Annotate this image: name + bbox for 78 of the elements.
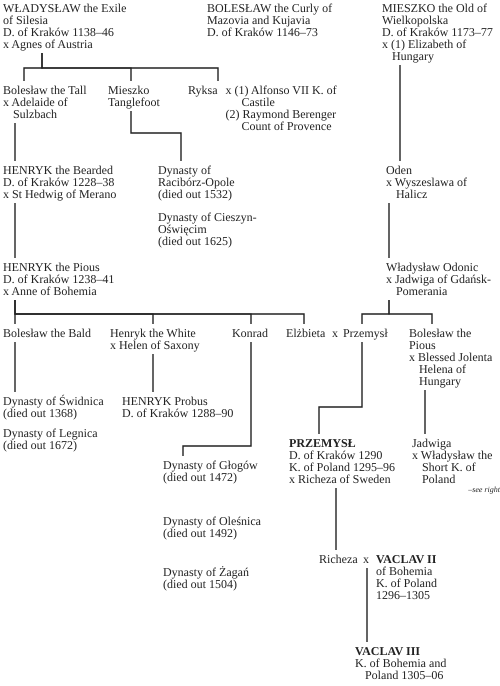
person-name: Bolesław the Bald <box>3 327 92 339</box>
person-name: Konrad <box>232 327 269 339</box>
person-detail: (died out 1368) <box>3 407 78 419</box>
person-detail: (died out 1472) <box>163 471 237 483</box>
note-text: Dynasty of Legnica <box>3 427 99 439</box>
person-detail: x Anne of Bohemia <box>3 285 98 297</box>
person-detail: x Richeza of Sweden <box>289 473 392 485</box>
person-detail: K. of Poland 1295–96 <box>289 461 396 473</box>
spouse-text: (2) Raymond Berenger Count of Provence <box>226 108 338 132</box>
lineage-line <box>14 123 16 161</box>
person-name: VACLAV II <box>376 553 438 565</box>
lineage-line <box>366 568 368 642</box>
person-detail: 1296–1305 <box>376 589 431 601</box>
person-detail: D. of Kraków 1288–90 <box>122 407 234 419</box>
person-name: Jadwiga <box>412 437 452 449</box>
person-name: MIESZKO the Old of Wielkopolska <box>382 2 488 26</box>
lineage-line <box>399 65 401 161</box>
person-detail: D. of Kraków 1290 <box>289 449 384 461</box>
person-name: Richeza <box>319 553 359 565</box>
person-name: Bolesław the Tall <box>3 84 88 96</box>
person-name: Dynasty of Świdnica <box>3 395 105 407</box>
note-text: D. of Kraków 1146–73 <box>207 26 319 38</box>
lineage-line <box>388 300 433 324</box>
person-detail: x Helen of Saxony <box>110 339 201 351</box>
person-name: WŁADYSŁAW the Exile of Silesia <box>3 2 128 26</box>
lineage-line <box>130 111 182 161</box>
person-name: Henryk the White <box>110 327 197 339</box>
note-text: (died out 1672) <box>3 439 77 451</box>
person-name: PRZEMYSŁ <box>289 437 357 449</box>
note-text: Dynasty of Cieszyn-Oświęcim <box>158 211 258 235</box>
note-text: (died out 1504) <box>163 578 237 590</box>
person-name: Ryksa <box>188 84 218 99</box>
note-text: (died out 1625) <box>158 235 233 247</box>
person-name: HENRYK the Pious <box>3 261 101 273</box>
person-detail: x Władysław the Short K. of Poland <box>412 449 494 485</box>
lineage-line <box>318 342 363 434</box>
note-text: x <box>332 327 339 339</box>
lineage-line <box>14 342 16 392</box>
person-detail: K. of Poland <box>376 577 438 589</box>
lineage-line <box>424 390 426 434</box>
person-name: VACLAV III <box>355 645 422 657</box>
person-detail: x Wyszeslawa of Halicz <box>386 176 468 200</box>
person-detail: (died out 1532) <box>158 188 232 200</box>
person-detail: x (1) Elizabeth of Hungary <box>382 38 468 62</box>
person-name: x <box>363 553 370 565</box>
lineage-line <box>335 488 337 550</box>
lineage-line <box>41 53 219 81</box>
person-detail: x Agnes of Austria <box>3 38 94 50</box>
note-text: Dynasty of Oleśnica <box>163 515 262 527</box>
person-detail: x Jadwiga of Gdańsk-Pomerania <box>386 273 492 297</box>
person-name: Dynasty of Racibórz-Opole <box>158 164 236 188</box>
spouse-text: x (1) Alfonso VII K. of Castile <box>226 84 338 108</box>
note-text: Dynasty of Żagań <box>163 566 250 578</box>
person-name: Mieszko Tanglefoot <box>108 84 161 108</box>
person-name: Przemysł <box>343 327 389 339</box>
lineage-line <box>388 203 390 258</box>
person-detail: D. of Kraków 1138–46 <box>3 26 115 38</box>
note-text: BOLESŁAW the Curly of Mazovia and Kujavia <box>207 2 334 26</box>
person-name: Oden <box>386 164 413 176</box>
person-detail: x Adelaide of Sulzbach <box>3 96 69 120</box>
person-detail: D. of Kraków 1228–38 <box>3 176 116 188</box>
person-detail: K. of Bohemia and Poland 1305–06 <box>355 657 448 681</box>
person-name: Władysław Odonic <box>386 261 480 273</box>
person-detail: of Bohemia <box>376 565 434 577</box>
person-detail: x Blessed Jolenta Helena of Hungary <box>409 351 494 387</box>
person-detail: D. of Kraków 1238–41 <box>3 273 116 285</box>
lineage-line <box>182 342 252 456</box>
person-name: HENRYK Probus <box>122 395 209 407</box>
person-name: Dynasty of Głogów <box>163 459 259 471</box>
note-text: (died out 1492) <box>163 527 238 539</box>
cross-reference-note: –see right <box>468 485 500 495</box>
lineage-line <box>14 203 16 258</box>
person-detail: x St Hedwig of Merano <box>3 188 118 200</box>
person-detail: D. of Kraków 1173–77 <box>382 26 494 38</box>
person-name: HENRYK the Bearded <box>3 164 114 176</box>
lineage-line <box>152 354 154 392</box>
lineage-line <box>14 300 305 324</box>
person-name: Elżbieta <box>286 327 326 339</box>
